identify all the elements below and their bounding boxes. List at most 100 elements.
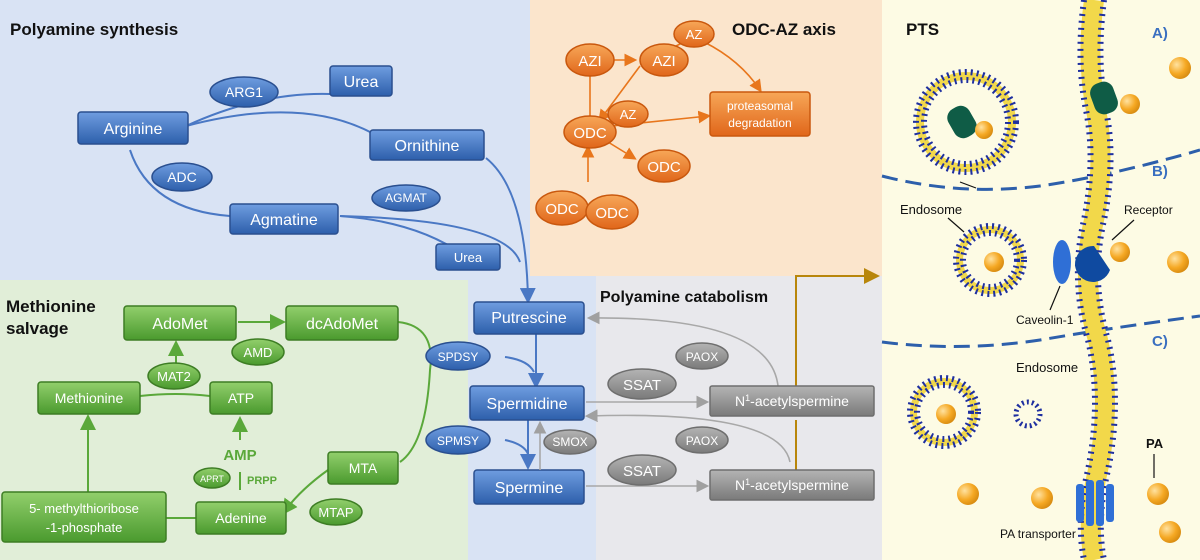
pts-separator-ab [881, 148, 1200, 191]
adc-enzyme [151, 162, 213, 192]
putrescine-node [473, 301, 585, 335]
mtrp-label-line1: 5- methylthioribose [29, 501, 139, 516]
spermine-label: Spermine [495, 480, 564, 497]
acetylspermine-bottom-label: N1-acetylspermine [735, 477, 849, 493]
transporter-segment-2 [1086, 480, 1094, 526]
ssat-top-enzyme [607, 368, 677, 400]
pa-ball-c1 [936, 404, 956, 424]
degradation-node [709, 91, 811, 137]
acetylspermine-top-label: N1-acetylspermine [735, 393, 849, 409]
ssat-top-label: SSAT [623, 377, 661, 394]
arginine-label: Arginine [104, 121, 163, 138]
transporter-segment-1 [1076, 484, 1084, 522]
methionine-atp-line [139, 393, 211, 397]
arginine-agmatine-line [129, 149, 231, 217]
methionine-title-line1: Methionine [6, 297, 96, 316]
arginine-node [77, 111, 189, 145]
transporter-segment-3 [1096, 480, 1104, 526]
ornithine-label: Ornithine [395, 138, 460, 155]
acetylspermine-bottom-prefix: N [735, 477, 745, 493]
agmatine-node [229, 203, 339, 235]
prpp-label: PRPP [247, 475, 277, 487]
degradation-label-line2: degradation [728, 116, 791, 130]
dcadomet-node [285, 305, 399, 341]
paox-top-enzyme [675, 342, 729, 370]
odc-right-node [637, 149, 691, 183]
mta-label: MTA [349, 460, 378, 476]
acetylspermine-top-suffix: -acetylspermine [750, 393, 849, 409]
catabolism-connectors [533, 311, 791, 493]
odc-center-label: ODC [573, 125, 607, 142]
pa-ball-c3 [1031, 487, 1053, 509]
ssat-bottom-enzyme [607, 454, 677, 486]
membrane-outer-beads [1074, 0, 1098, 560]
transporter-segment-4 [1106, 484, 1114, 522]
az-degradation-arrow [703, 41, 762, 93]
spmsy-label: SPMSY [437, 434, 479, 448]
azi-right-node [639, 43, 689, 77]
ornithine-putrescine-arrow [485, 157, 536, 304]
arg1-enzyme [209, 76, 279, 108]
acetylspermine-top-node [709, 385, 875, 417]
spermine-node [473, 469, 585, 505]
arginine-ornithine-line [185, 111, 371, 133]
membrane-receptor-a-icon [1090, 81, 1118, 115]
receptor-b-icon [1075, 245, 1110, 282]
endosome-b [953, 223, 1027, 297]
ornithine-node [369, 129, 485, 161]
acetylspermine-top-prefix: N [735, 393, 745, 409]
agmatine-putrescine-line [339, 215, 521, 263]
mtrp-node [1, 491, 167, 543]
pts-label-a: A) [1152, 25, 1168, 42]
arg1-label: ARG1 [225, 84, 263, 100]
mtap-enzyme [309, 498, 363, 526]
pa-ball-a3 [1169, 57, 1191, 79]
methionine-connectors [80, 314, 432, 519]
pts-title: PTS [906, 20, 939, 39]
adomet-label: AdoMet [152, 316, 208, 333]
ssat-bottom-label: SSAT [623, 463, 661, 480]
pa-label: PA [1146, 436, 1164, 451]
pts-separator-bc [881, 314, 1200, 349]
endosome-b-pointer [947, 217, 965, 233]
adenine-node [195, 501, 287, 535]
acetyl-top-putrescine-arrow [586, 311, 779, 387]
spdsy-enzyme [425, 341, 491, 371]
atp-node [209, 381, 273, 415]
caveolin-icon [1053, 240, 1071, 284]
azi-left-node [565, 43, 615, 77]
receptor-label: Receptor [1124, 203, 1173, 217]
urea-top-label: Urea [344, 74, 379, 91]
spermidine-node [469, 385, 585, 421]
azi-right-label: AZI [652, 53, 675, 70]
adc-label: ADC [167, 169, 197, 185]
odc-bottom-right-label: ODC [595, 205, 629, 222]
pa-ball-c5 [1159, 521, 1181, 543]
urea-bottom-label: Urea [454, 250, 483, 265]
odc-az-title: ODC-AZ axis [732, 20, 836, 39]
receptor-pointer [1111, 219, 1135, 241]
degradation-label-line1: proteasomal [727, 99, 793, 113]
odc-bottom-left-label: ODC [545, 201, 579, 218]
caveolin-pointer [1049, 285, 1061, 311]
mat2-enzyme [147, 362, 201, 390]
spdsy-link [504, 356, 535, 373]
catabolism-title: Polyamine catabolism [600, 289, 768, 306]
pa-ball-b2 [1110, 242, 1130, 262]
odc-center-node [563, 115, 617, 149]
caveolin-label: Caveolin-1 [1016, 313, 1074, 327]
pa-transporter-label: PA transporter [1000, 527, 1076, 541]
endosome-b-label: Endosome [900, 202, 962, 217]
azi-odc-arrow [598, 65, 641, 123]
agmat-label: AGMAT [385, 191, 427, 205]
mta-node [327, 451, 399, 485]
synthesis-title: Polyamine synthesis [10, 20, 178, 39]
export-arrow [795, 268, 880, 386]
paox-top-label: PAOX [686, 350, 718, 364]
spermidine-label: Spermidine [487, 396, 568, 413]
adomet-node [123, 305, 237, 341]
smox-enzyme [543, 429, 597, 455]
pa-ball-c4 [1147, 483, 1169, 505]
putrescine-label: Putrescine [491, 310, 567, 327]
amd-enzyme [231, 338, 285, 366]
